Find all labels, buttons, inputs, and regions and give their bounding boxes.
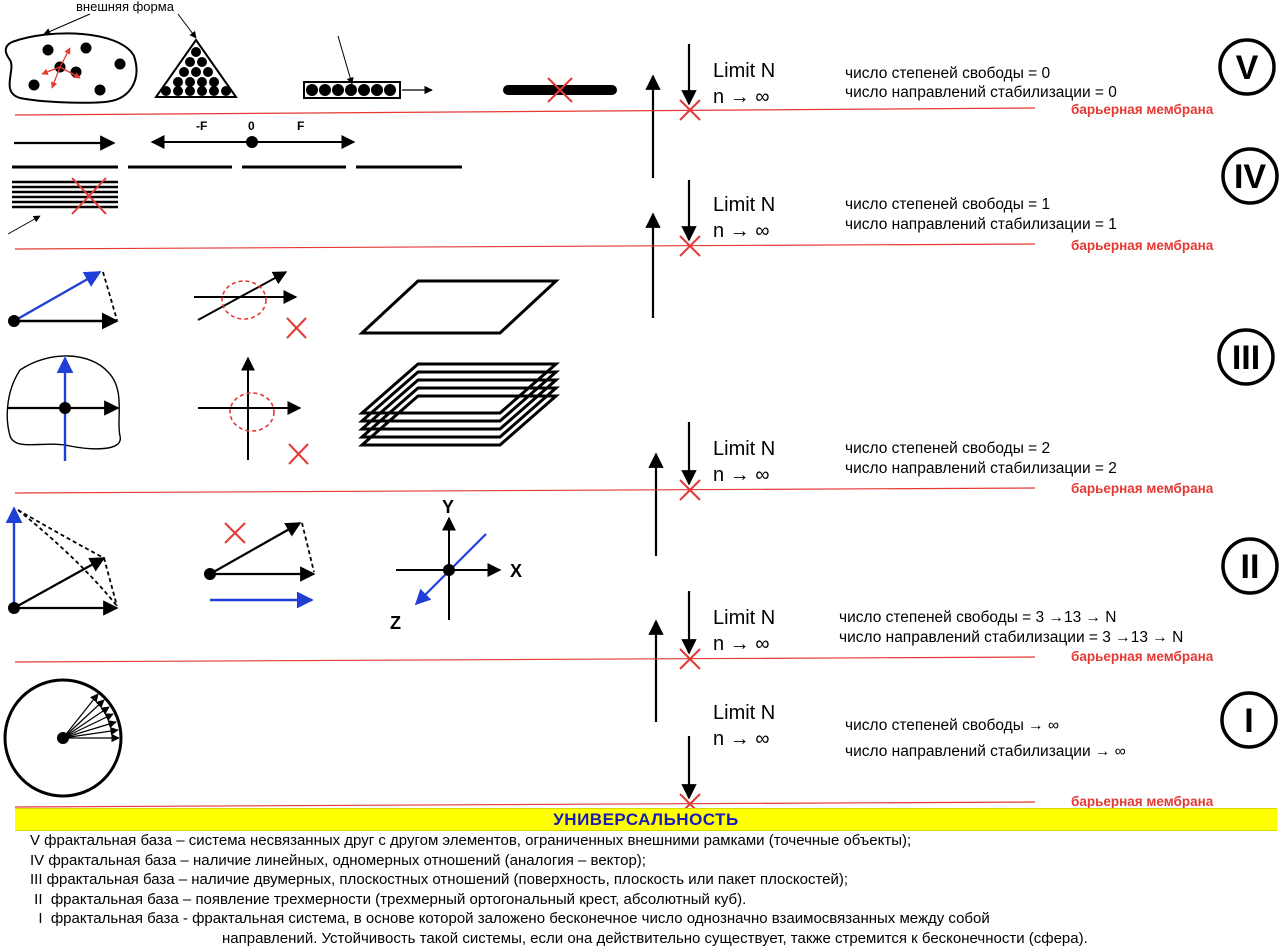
rotation-cross-mark (286, 317, 307, 339)
legend-row-ii: II фрактальная база – появление трехмерн… (30, 890, 747, 908)
roman-ii: II (1241, 548, 1260, 586)
axis-z-label: Z (390, 613, 401, 633)
limit-top-iv: Limit N (713, 194, 775, 216)
packed-triangle-balls (161, 47, 231, 96)
dirs-iv: число направлений стабилизации = 1 (845, 216, 1117, 233)
dof-iii: число степеней свободы = 2 (845, 440, 1050, 457)
dirs-ii: число направлений стабилизации = 3 →13 →… (839, 629, 1183, 646)
axis-x-label: X (510, 561, 522, 581)
limit-bottom-v: n → ∞ (713, 86, 770, 108)
plane-packet (358, 362, 560, 447)
limit-top-ii: Limit N (713, 607, 775, 629)
limit-bottom-iii: n → ∞ (713, 464, 770, 486)
legend-row-i: I фрактальная база - фрактальная система… (30, 910, 990, 927)
dirs-v: число направлений стабилизации = 0 (845, 84, 1117, 101)
dof-iv: число степеней свободы = 1 (845, 196, 1050, 213)
ii-mid-dashed (301, 522, 315, 573)
limit-bottom-ii: n → ∞ (713, 633, 770, 655)
cross-cross-mark (288, 443, 309, 465)
barrier-label-i: барьерная мембрана (1071, 794, 1214, 809)
legend-row-iii: III фрактальная база – наличие двумерных… (30, 871, 849, 888)
universality-bar: УНИВЕРСАЛЬНОСТЬ (15, 808, 1277, 831)
outer-form-blob (4, 32, 138, 104)
limit-top-iii: Limit N (713, 438, 775, 460)
blue-vector-diagonal (13, 270, 102, 323)
barrier-label-ii: барьерная мембрана (1071, 649, 1214, 664)
plane-center-dot (59, 402, 71, 414)
packed-row-pointer (337, 35, 354, 85)
legend-row-iv: IV фрактальная база – наличие линейных, … (30, 851, 646, 869)
sphere-center-dot (57, 732, 69, 744)
axes-origin-dot (443, 564, 455, 576)
force-pos-label: F (297, 119, 304, 133)
ii-cross-mark (224, 522, 246, 544)
roman-i: I (1244, 702, 1253, 740)
legend-row-v: V фрактальная база – система несвязанных… (30, 832, 912, 849)
ii-dashed-lines (17, 509, 118, 607)
sphere-rays (62, 693, 120, 743)
point-objects (28, 42, 126, 96)
outer-form-pointer-right (177, 13, 197, 39)
level-badges (1217, 38, 1279, 749)
force-neg-label: -F (196, 119, 207, 133)
axis-y-label: Y (442, 497, 454, 517)
barrier-label-v: барьерная мембрана (1071, 102, 1214, 117)
barrier-label-iii: барьерная мембрана (1071, 481, 1214, 496)
universality-title: УНИВЕРСАЛЬНОСТЬ (553, 810, 739, 829)
limit-top-i: Limit N (713, 702, 775, 724)
barrier-label-iv: барьерная мембрана (1071, 238, 1214, 253)
cross-ring (229, 392, 275, 432)
rod-cross-mark (547, 77, 573, 103)
dof-v: число степеней свободы = 0 (845, 65, 1051, 82)
dof-ii: число степеней свободы = 3 →13 → N (839, 609, 1117, 626)
dirs-iii: число направлений стабилизации = 2 (845, 460, 1117, 477)
triangle-frame (154, 38, 238, 98)
force-origin-dot (246, 136, 258, 148)
limit-top-v: Limit N (713, 60, 775, 82)
line-packet (12, 180, 118, 209)
ii-origin-dot (8, 602, 20, 614)
rotated-diag-arrow (197, 271, 288, 321)
plane-blob (6, 355, 121, 450)
dirs-i: число направлений стабилизации → ∞ (845, 743, 1126, 760)
barrier-lines (14, 107, 1036, 808)
projection-dashed (102, 271, 118, 321)
packet-cross-mark (71, 177, 107, 215)
legend-row-i-continued: направлений. Устойчивость такой системы,… (222, 929, 1088, 947)
sphere-circle (3, 678, 123, 798)
outer-form-label: внешняя форма (76, 0, 175, 14)
single-plane (358, 279, 560, 335)
ii-mid-diagonal (209, 522, 302, 575)
outer-form-pointer-left (43, 13, 91, 35)
vector-origin-dot (8, 315, 20, 327)
roman-iv: IV (1234, 158, 1266, 196)
packet-pointer (7, 215, 41, 235)
roman-iii: III (1232, 339, 1260, 377)
force-zero-label: 0 (248, 119, 255, 133)
legend: V фрактальная база – система несвязанных… (30, 831, 1270, 948)
limit-bottom-iv: n → ∞ (713, 220, 770, 242)
limit-bottom-i: n → ∞ (713, 728, 770, 750)
roman-v: V (1236, 49, 1259, 87)
ii-mid-origin-dot (204, 568, 216, 580)
packed-row-balls (306, 84, 396, 96)
ii-diagonal (13, 557, 106, 609)
flow-arrows (645, 44, 697, 800)
red-freedom-arrows (41, 47, 81, 89)
dof-i: число степеней свободы → ∞ (845, 717, 1059, 734)
rotation-ring (221, 280, 267, 320)
